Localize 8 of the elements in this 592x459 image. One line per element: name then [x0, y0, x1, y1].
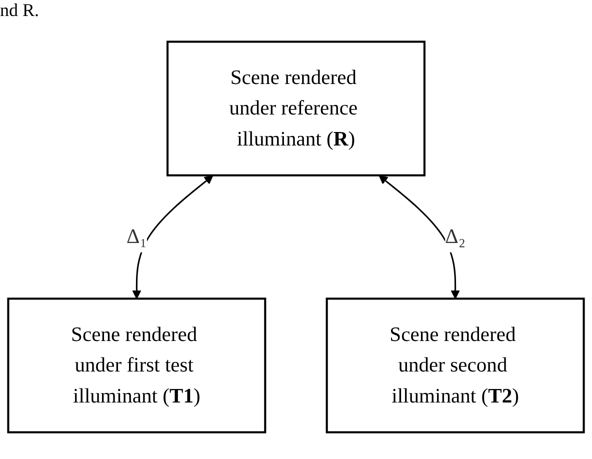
node-box: Scene rendered under reference illuminant (R) — [166, 40, 426, 176]
text-fragment: nd R. — [0, 0, 40, 20]
edge-label: Δ₂ — [445, 226, 466, 248]
edge-label: Δ₁ — [126, 226, 147, 248]
arrow — [132, 175, 214, 300]
node-box: Scene rendered under second illuminant (T2) — [326, 298, 585, 434]
arrow — [378, 175, 460, 300]
node-box: Scene rendered under first test illuminant (T1) — [7, 298, 266, 434]
